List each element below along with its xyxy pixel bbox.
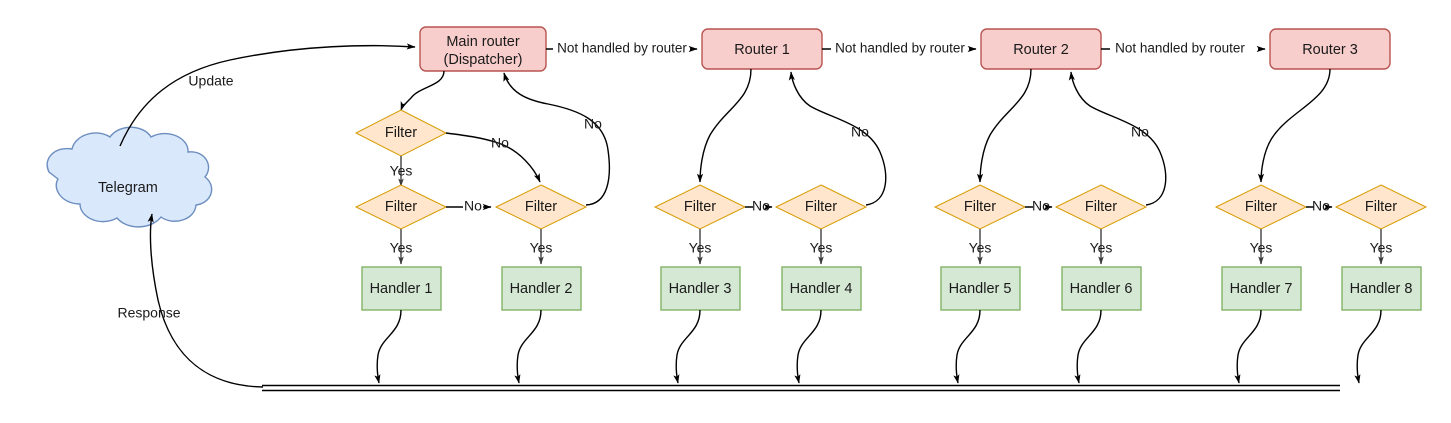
filter-2-label: Filter bbox=[385, 199, 417, 215]
handler-4-box bbox=[781, 266, 862, 311]
router-node-main[interactable]: Main router (Dispatcher) bbox=[419, 26, 547, 72]
edge-label-yes-6c: Yes bbox=[1090, 240, 1113, 256]
filter-node-1[interactable]: Filter bbox=[354, 109, 448, 157]
edge-label-no-a2: No bbox=[464, 198, 482, 214]
main-router-label-line2: (Dispatcher) bbox=[444, 52, 523, 68]
router-node-1[interactable]: Router 1 bbox=[701, 28, 823, 70]
filter-node-5[interactable]: Filter bbox=[774, 184, 868, 230]
filter-7-label: Filter bbox=[1085, 199, 1117, 215]
handler-6-box bbox=[1061, 266, 1142, 311]
filter-8-label: Filter bbox=[1245, 199, 1277, 215]
edge-label-no-b1: No bbox=[851, 124, 869, 140]
edge-handler8-to-collector bbox=[1354, 309, 1382, 384]
edge-label-yes-3: Yes bbox=[530, 240, 553, 256]
edge-filter-no-back-router1 bbox=[788, 71, 887, 206]
filter-4-label: Filter bbox=[684, 199, 716, 215]
edge-label-no-c1: No bbox=[1131, 124, 1149, 140]
router-1-label: Router 1 bbox=[734, 42, 790, 58]
telegram-label: Telegram bbox=[98, 180, 158, 196]
filter-1-label: Filter bbox=[385, 125, 417, 141]
edge-label-response: Response bbox=[117, 305, 180, 321]
handler-1-label: Handler 1 bbox=[370, 281, 433, 297]
edge-label-yes-2: Yes bbox=[390, 240, 413, 256]
collector-bus bbox=[262, 384, 1340, 392]
handler-7-label: Handler 7 bbox=[1230, 281, 1293, 297]
router-node-3[interactable]: Router 3 bbox=[1269, 28, 1391, 70]
handler-node-5[interactable]: Handler 5 bbox=[940, 266, 1021, 311]
edge-label-yes-8d: Yes bbox=[1370, 240, 1393, 256]
handler-node-2[interactable]: Handler 2 bbox=[501, 266, 582, 311]
handler-7-box bbox=[1221, 266, 1302, 311]
edge-handler7-to-collector bbox=[1234, 309, 1262, 384]
edge-handler6-to-collector bbox=[1074, 309, 1102, 384]
filter-6-label: Filter bbox=[964, 199, 996, 215]
edge-router3-to-filter8 bbox=[1257, 68, 1331, 183]
edge-label-not-handled-1: Not handled by router bbox=[557, 41, 687, 56]
router-node-2[interactable]: Router 2 bbox=[980, 28, 1102, 70]
edge-handler2-to-collector bbox=[514, 309, 542, 384]
edge-filter-no-back-main bbox=[503, 72, 611, 206]
filter-node-6[interactable]: Filter bbox=[933, 184, 1027, 230]
edge-label-yes-7d: Yes bbox=[1250, 240, 1273, 256]
main-router-label-line1: Main router bbox=[446, 34, 520, 50]
edge-response bbox=[147, 213, 264, 388]
handler-node-6[interactable]: Handler 6 bbox=[1061, 266, 1142, 311]
edge-label-yes-1: Yes bbox=[390, 163, 413, 179]
handler-2-label: Handler 2 bbox=[510, 281, 573, 297]
router-3-label: Router 3 bbox=[1302, 42, 1358, 58]
handler-node-3[interactable]: Handler 3 bbox=[660, 266, 741, 311]
filter-node-9[interactable]: Filter bbox=[1334, 184, 1428, 230]
handler-6-label: Handler 6 bbox=[1070, 281, 1133, 297]
edge-label-no-a-back: No bbox=[584, 116, 602, 132]
filter-node-8[interactable]: Filter bbox=[1214, 184, 1308, 230]
edge-handler3-to-collector bbox=[673, 309, 701, 384]
edge-label-yes-3b: Yes bbox=[689, 240, 712, 256]
router-2-label: Router 2 bbox=[1013, 42, 1069, 58]
handler-8-label: Handler 8 bbox=[1350, 281, 1413, 297]
edge-handler4-to-collector bbox=[794, 309, 822, 384]
handler-node-1[interactable]: Handler 1 bbox=[361, 266, 442, 311]
filter-9-label: Filter bbox=[1365, 199, 1397, 215]
edge-router2-to-filter6 bbox=[976, 68, 1032, 183]
handler-5-label: Handler 5 bbox=[949, 281, 1012, 297]
handler-node-8[interactable]: Handler 8 bbox=[1341, 266, 1422, 311]
edge-label-no-c2: No bbox=[1032, 198, 1050, 214]
edge-label-yes-5c: Yes bbox=[969, 240, 992, 256]
handler-node-4[interactable]: Handler 4 bbox=[781, 266, 862, 311]
edge-router1-to-filter4 bbox=[696, 68, 752, 183]
edge-label-no-d1: No bbox=[1312, 198, 1330, 214]
handler-1-box bbox=[361, 266, 442, 311]
edge-handler5-to-collector bbox=[953, 309, 981, 384]
filter-node-3[interactable]: Filter bbox=[494, 184, 588, 230]
edge-filter1-no-to-filter3 bbox=[445, 132, 541, 183]
handler-2-box bbox=[501, 266, 582, 311]
telegram-cloud-node[interactable]: Telegram bbox=[46, 126, 213, 228]
cloud-shape bbox=[46, 126, 213, 228]
edge-label-not-handled-2: Not handled by router bbox=[835, 41, 965, 56]
edge-handler1-to-collector bbox=[374, 309, 402, 384]
edge-filter-no-back-router2 bbox=[1068, 71, 1167, 206]
handler-node-7[interactable]: Handler 7 bbox=[1221, 266, 1302, 311]
edge-label-yes-4b: Yes bbox=[810, 240, 833, 256]
filter-3-label: Filter bbox=[525, 199, 557, 215]
filter-node-7[interactable]: Filter bbox=[1054, 184, 1148, 230]
edge-main-to-filter1 bbox=[400, 70, 445, 111]
handler-4-label: Handler 4 bbox=[790, 281, 853, 297]
handler-5-box bbox=[940, 266, 1021, 311]
edge-update bbox=[119, 43, 416, 147]
filter-node-4[interactable]: Filter bbox=[653, 184, 747, 230]
edge-label-no-a1: No bbox=[491, 135, 509, 151]
handler-3-label: Handler 3 bbox=[669, 281, 732, 297]
handler-3-box bbox=[660, 266, 741, 311]
filter-node-2[interactable]: Filter bbox=[354, 184, 448, 230]
filter-5-label: Filter bbox=[805, 199, 837, 215]
edge-label-not-handled-3: Not handled by router bbox=[1115, 41, 1245, 56]
edge-label-update: Update bbox=[188, 73, 233, 89]
edge-label-no-b2: No bbox=[752, 198, 770, 214]
